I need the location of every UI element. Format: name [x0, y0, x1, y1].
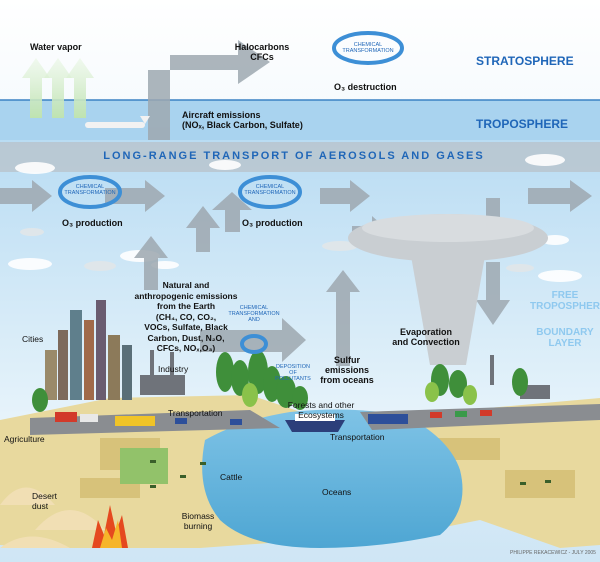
city-buildings [45, 300, 132, 400]
sulfur-emissions-label: Sulfur emissions from oceans [320, 355, 374, 385]
boundary-layer-label: BOUNDARY LAYER [536, 327, 594, 349]
free-troposphere-label: FREE TROPOSPHERE [530, 290, 600, 312]
road-right [360, 404, 600, 430]
forests-label: Forests and other Ecosystems [287, 400, 355, 420]
cattle-label: Cattle [220, 472, 243, 482]
green-field [120, 448, 168, 484]
transportation-left-label: Transportation [168, 408, 223, 418]
grey-clouds [20, 228, 534, 272]
o3-destruction-label: O₃ destruction [334, 82, 397, 92]
industry-buildings [140, 350, 550, 399]
aircraft-emissions-label: Aircraft emissions (NOₓ, Black Carbon, S… [182, 110, 303, 130]
transport-banner: LONG-RANGE TRANSPORT OF AEROSOLS AND GAS… [103, 150, 485, 162]
chem-transformation-middle: CHEMICAL TRANSFORMATION [244, 184, 296, 196]
water-vapor-label: Water vapor [30, 42, 82, 52]
airplane [85, 116, 150, 128]
cities-label: Cities [22, 334, 44, 344]
cattle-herd [150, 460, 551, 488]
troposphere-label: TROPOSPHERE [476, 117, 569, 131]
dunes [0, 487, 105, 548]
evaporation-label: Evaporation and Convection [392, 327, 460, 347]
ocean [202, 409, 463, 548]
biomass-burning-label: Biomass burning [181, 511, 215, 531]
halocarbons-label: Halocarbons CFCs [234, 42, 290, 62]
transform-cycles [58, 31, 404, 354]
agriculture-label: Agriculture [4, 434, 45, 444]
chem-transformation-and: CHEMICAL TRANSFORMATION AND [228, 305, 280, 323]
forest-trees [32, 350, 528, 412]
industry-label: Industry [158, 364, 189, 374]
transportation-right-label: Transportation [330, 432, 385, 442]
stratosphere-label: STRATOSPHERE [476, 54, 574, 68]
chem-transformation-top: CHEMICAL TRANSFORMATION [342, 42, 394, 54]
biomass-fire [92, 505, 128, 548]
deposition-label: DEPOSITION OF POLLUTANTS [275, 364, 311, 382]
transport-band [0, 142, 600, 172]
credit-label: PHILIPPE REKACEWICZ - JULY 2005 [510, 550, 596, 556]
natural-emissions-label: Natural and anthropogenic emissions from… [134, 280, 238, 353]
vehicles [55, 410, 492, 426]
chem-transformation-left: CHEMICAL TRANSFORMATION [64, 184, 116, 196]
convection-column [348, 214, 548, 365]
ship [285, 414, 345, 432]
oceans-label: Oceans [322, 487, 352, 497]
desert-dust-label: Desert dust [32, 491, 58, 511]
o3-production-middle: O₃ production [242, 218, 303, 228]
o3-production-left: O₃ production [62, 218, 123, 228]
water-vapor-arrows [22, 58, 94, 118]
troposphere-band [0, 100, 600, 140]
light-trees [242, 382, 477, 407]
